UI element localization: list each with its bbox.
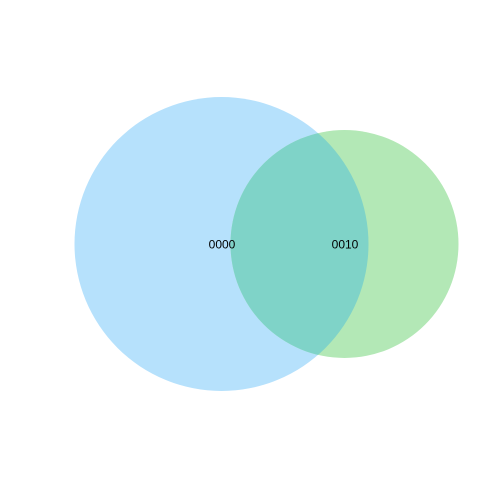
- venn-intersection-region: [230, 130, 369, 358]
- venn-set-b-label: 0010: [332, 238, 359, 252]
- venn-set-a-label: 0000: [209, 238, 236, 252]
